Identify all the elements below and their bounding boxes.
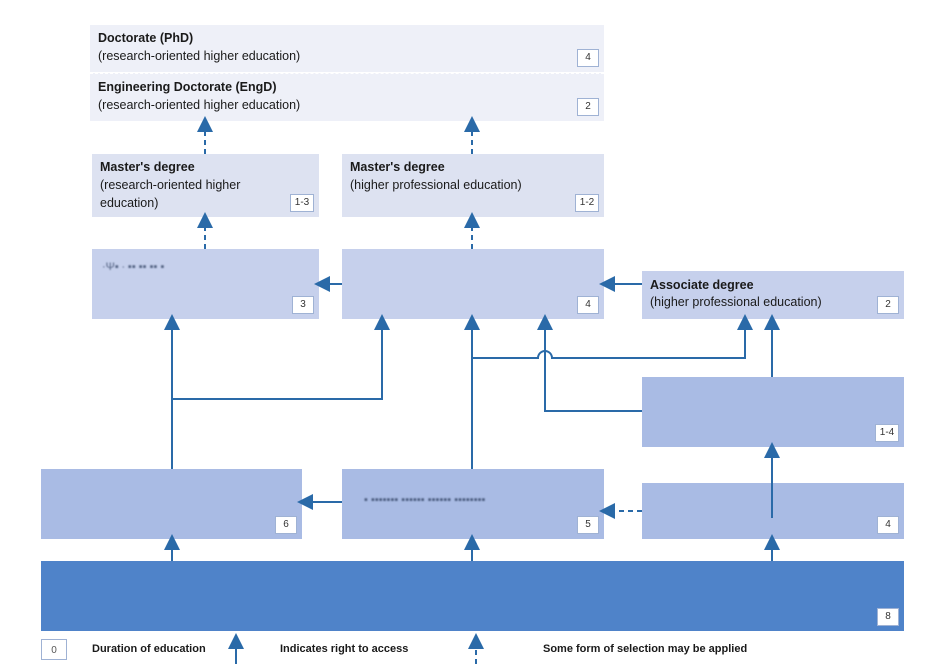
master-research-box: Master's degree (research-oriented highe…: [92, 154, 319, 217]
master-professional-subtitle: (higher professional education): [350, 178, 522, 192]
legend-access-label: Indicates right to access: [280, 643, 409, 655]
master-research-subtitle: (research-oriented higher education): [100, 178, 241, 210]
master-professional-title: Master's degree: [350, 160, 445, 174]
master-professional-duration: 1-2: [575, 194, 599, 212]
arrow-havo-to-associate: [472, 314, 753, 359]
associate-duration: 2: [877, 296, 899, 314]
vwo-duration: 6: [275, 516, 297, 534]
doctorate-duration: 4: [577, 49, 599, 67]
arrow-vwo-to-bachelor-prof: [172, 314, 390, 400]
primary-box: 8: [41, 561, 904, 631]
bachelor-research-blurred-text: ·Ψ▪ ∙ ▪▪ ▪▪ ▪▪ ▪: [102, 261, 165, 273]
legend-duration-box: 0: [41, 639, 67, 660]
vmbo-duration: 4: [877, 516, 899, 534]
legend-duration-label: Duration of education: [92, 643, 206, 655]
master-research-title: Master's degree: [100, 160, 195, 174]
havo-blurred-text: ▪ ▪▪▪▪▪▪▪ ▪▪▪▪▪▪ ▪▪▪▪▪▪ ▪▪▪▪▪▪▪▪: [364, 494, 486, 506]
havo-box: ▪ ▪▪▪▪▪▪▪ ▪▪▪▪▪▪ ▪▪▪▪▪▪ ▪▪▪▪▪▪▪▪ 5: [342, 469, 604, 539]
engd-subtitle: (research-oriented higher education): [98, 98, 301, 112]
engd-duration: 2: [577, 98, 599, 116]
bachelor-professional-box: 4: [342, 249, 604, 319]
bachelor-research-duration: 3: [292, 296, 314, 314]
doctorate-subtitle: (research-oriented higher education): [98, 49, 301, 63]
engd-title: Engineering Doctorate (EngD): [98, 80, 277, 94]
mbo-duration: 1-4: [875, 424, 899, 442]
associate-box: Associate degree (higher professional ed…: [642, 271, 904, 319]
mbo-box: 1-4: [642, 377, 904, 447]
legend-selection-label: Some form of selection may be applied: [543, 643, 748, 655]
associate-subtitle: (higher professional education): [650, 295, 822, 309]
doctorate-box: Doctorate (PhD) (research-oriented highe…: [90, 25, 604, 72]
doctorate-title: Doctorate (PhD): [98, 31, 194, 45]
havo-duration: 5: [577, 516, 599, 534]
associate-title: Associate degree: [650, 278, 754, 292]
primary-duration: 8: [877, 608, 899, 626]
vwo-box: 6: [41, 469, 302, 539]
master-professional-box: Master's degree (higher professional edu…: [342, 154, 604, 217]
arrow-mbo-to-bachelor-prof: [537, 314, 642, 412]
engd-box: Engineering Doctorate (EngD) (research-o…: [90, 73, 604, 121]
master-research-duration: 1-3: [290, 194, 314, 212]
bachelor-research-box: ·Ψ▪ ∙ ▪▪ ▪▪ ▪▪ ▪ 3: [92, 249, 319, 319]
bachelor-professional-duration: 4: [577, 296, 599, 314]
